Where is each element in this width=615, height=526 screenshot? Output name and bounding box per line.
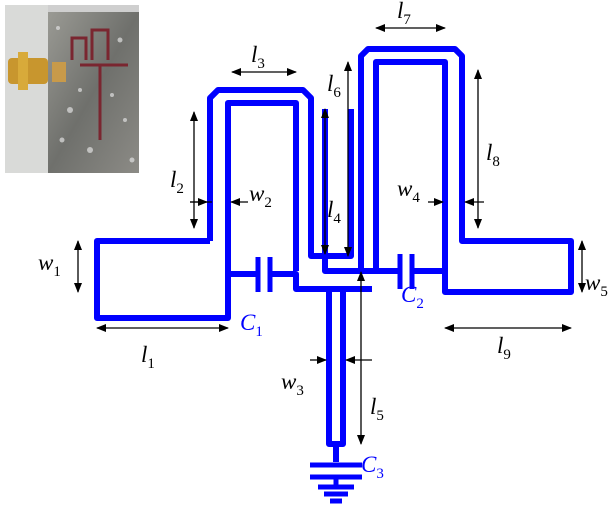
label-l4: l4 xyxy=(327,197,341,227)
left-arm-outer xyxy=(94,238,231,321)
label-c1: C1 xyxy=(240,310,263,340)
center-meander xyxy=(322,46,574,295)
label-w4: w4 xyxy=(397,176,420,206)
label-w5: w5 xyxy=(585,270,608,300)
antenna-photo xyxy=(5,5,139,173)
left-arm-loop xyxy=(207,87,354,259)
label-w1: w1 xyxy=(38,250,61,280)
label-l3: l3 xyxy=(251,42,265,72)
dimension-labels: l1 w1 l2 w2 l3 l4 l6 l7 l8 w4 w5 l9 w3 l… xyxy=(38,0,608,482)
label-l2: l2 xyxy=(170,167,184,197)
label-l7: l7 xyxy=(397,0,411,28)
dimension-lines xyxy=(74,24,586,445)
label-w3: w3 xyxy=(281,369,304,399)
label-l9: l9 xyxy=(497,333,511,363)
label-l6: l6 xyxy=(327,71,341,101)
capacitor-c2 xyxy=(397,254,415,289)
left-arm-inner xyxy=(225,100,299,274)
capacitor-c3-ground xyxy=(310,462,362,504)
label-l8: l8 xyxy=(486,140,500,170)
label-c3: C3 xyxy=(361,452,384,482)
label-w2: w2 xyxy=(249,181,272,211)
c1-lead-right xyxy=(270,271,372,292)
label-l5: l5 xyxy=(370,394,384,424)
label-l1: l1 xyxy=(141,342,155,372)
capacitor-c1 xyxy=(255,257,273,292)
antenna-traces xyxy=(94,46,574,462)
label-c2: C2 xyxy=(401,282,424,312)
feed-line xyxy=(326,292,346,447)
